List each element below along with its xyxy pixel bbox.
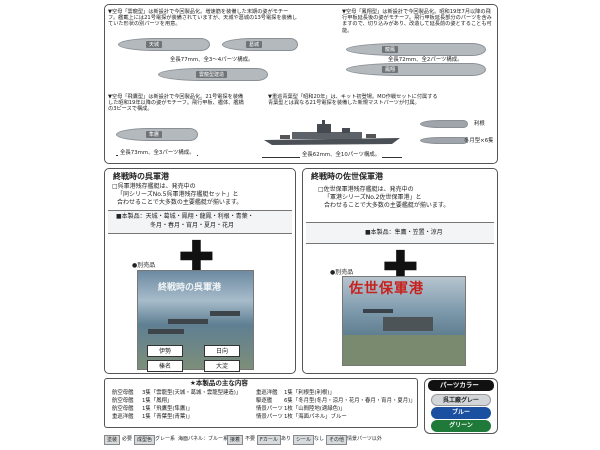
contents-row-1-type: 航空母艦 [112,390,134,396]
contents-row-3-type: 航空母艦 [112,406,134,412]
hosho-tag-2: 鳳翔 [382,66,399,73]
legend-item-10: シール [293,435,315,445]
contents-row-4-desc: 1隻「青葉型(青葉)」 [142,414,193,420]
sasebo-list-1: ■本製品：隼鷹・笠置・涼月 [365,229,443,236]
sasebo-desc-2: 「軍港シリーズNo.2佐世保軍港」と [324,194,422,201]
hosho-description: ▼空母「鳳翔型」は新設計で今回製品化。昭和19年7月以降の飛行甲板延長後の姿がモ… [342,9,492,34]
unryu-ship-1 [118,38,210,51]
cruiser-length: 全長62mm、全10パーツ構成。 [300,152,383,159]
ryuho-description: ▼空母「飛鷹型」は新設計で今回製品化。21号電探を装備した昭和19年以降の姿がモ… [108,94,244,113]
contents-row-4-type-b: 情景パーツ [256,414,283,420]
parts-color-blue: ブルー [431,407,491,419]
contents-panel [104,378,418,428]
ryuho-length: 全長73mm、全3パーツ構成。 [118,150,197,157]
hosho-length: 全長72mm、全2パーツ構成。 [388,57,463,63]
hosho-tag-1: 龍鳳 [382,46,399,53]
kure-caption-3: 榛名 [147,360,183,372]
legend-item-1: 塗装 [104,435,121,445]
sasebo-photo-title: 佐世保軍港 [349,281,424,297]
kure-photo-ship-b [210,311,240,316]
contents-row-2-type-b: 駆逐艦 [256,398,273,404]
contents-row-1-desc: 3隻「雲龍型(天城・葛城・雲龍型建造)」 [142,390,242,396]
contents-row-2-desc: 1隻「鳳翔」 [142,398,173,404]
sasebo-product-photo: 佐世保軍港 [342,276,466,366]
kure-photo-ship-c [148,329,184,334]
destroyer-label: 冬月型×6隻 [464,138,494,144]
legend-item-5: 海面パネル：ブルー系 [178,436,229,442]
kure-photo-title: 終戦時の呉軍港 [158,283,222,293]
parts-color-title: パーツカラー [440,381,479,389]
legend-item-4: グレー系 [155,436,176,442]
kure-caption-4: 大淀 [204,360,240,372]
kure-desc-1: □呉軍港残存艦艇は、発売中の [112,183,196,190]
sasebo-desc-1: □佐世保軍港残存艦艇は、発売中の [318,186,414,193]
kure-separate-label: ●別売品 [132,262,156,269]
legend-item-7: 不要 [245,436,256,442]
parts-color-gray: 呉工廠グレー [431,394,491,406]
unryu-length: 全長77mm、全3〜4パーツ構成。 [170,57,254,63]
contents-row-1-type-b: 重巡洋艦 [256,390,278,396]
kure-caption-1: 伊勢 [147,345,183,357]
kure-title: 終戦時の呉軍港 [113,172,169,181]
kure-list-1: ■本製品：天城・葛城・鳳翔・龍鳳・利根・青葉・ [116,213,254,220]
hosho-ship-1 [346,43,486,56]
unryu-tag-1: 天城 [146,41,163,48]
tone-ship [420,120,468,128]
sasebo-photo-land [343,335,465,365]
sasebo-separate-label: ●別売品 [330,269,354,276]
parts-color-title-bg [428,380,494,391]
sasebo-product-band [306,222,494,244]
destroyer-ship [420,137,468,144]
kure-product-band [108,210,292,234]
unryu-description: ▼空母「雲龍型」は新設計で今回製品化。増速筋を装備した末期の姿がモチーフ。艦載上… [108,9,298,28]
hosho-ship-2 [346,63,486,76]
contents-row-3-type-b: 情景パーツ [256,406,283,412]
contents-title: ★本製品の主な内容 [190,379,248,387]
legend-item-3: 成型色 [134,435,156,445]
contents-row-1-desc-b: 1隻「利根型(利根)」 [284,390,335,396]
legend-item-11: なし [314,436,325,442]
legend-item-13: 情景パーツ以外 [347,436,382,442]
contents-row-4-type: 重巡洋艦 [112,414,134,420]
contents-row-2-type: 航空母艦 [112,398,134,404]
contents-row-3-desc-b: 1枚「山間陸地(適緑色)」 [284,406,346,412]
sasebo-title: 終戦時の佐世保軍港 [311,172,383,181]
kure-product-photo: 終戦時の呉軍港 [137,270,254,370]
sasebo-photo-ship [363,309,393,313]
sasebo-desc-3: 合わせることで大多数の主要艦艇が揃います。 [324,202,450,209]
legend-item-2: 必要 [122,436,133,442]
sasebo-photo-dock [383,317,433,331]
kure-desc-3: 合わせることで大多数の主要艦艇が揃います。 [117,199,243,206]
ryuho-tag: 隼鷹 [146,131,163,138]
legend-item-9: あり [281,436,292,442]
unryu-tag-2: 葛城 [246,41,263,48]
contents-row-3-desc: 1隻「飛鷹型(隼鷹)」 [142,406,193,412]
legend-item-6: 接着 [227,435,244,445]
kure-desc-2: 「同シリーズNo.5呉軍港残存艦艇セット」と [117,191,239,198]
contents-row-4-desc-b: 1枚「海面パネル」ブルー [284,414,347,420]
kure-list-2: 冬月・春月・宵月・夏月・花月 [150,222,235,229]
kure-caption-2: 日向 [204,345,240,357]
cruiser-ship [264,120,400,145]
unryu-tag-3: 雲龍型建造 [196,71,228,78]
tone-label: 利根 [474,121,485,127]
ise-description: ▼重巡青葉型「昭和20年」は、キット初登場。MO作戦セットに付属する青葉型とは異… [268,94,438,107]
legend-item-12: その他 [326,435,348,445]
kure-photo-ship-a [168,319,208,324]
parts-color-green: グリーン [431,420,491,432]
contents-row-2-desc-b: 6隻「冬月型(冬月・涼月・花月・春月・宵月・夏月)」 [284,398,416,404]
legend-item-8: Fカール [257,435,281,445]
